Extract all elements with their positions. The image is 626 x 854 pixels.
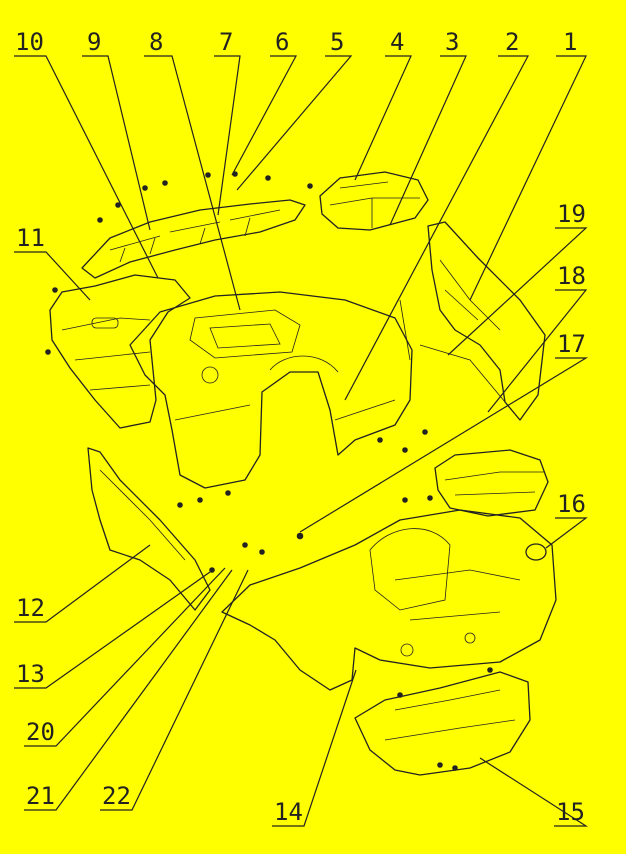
callout-8: 8	[149, 28, 163, 56]
callout-2: 2	[505, 28, 519, 56]
callout-11: 11	[16, 224, 45, 252]
callout-21: 21	[26, 782, 55, 810]
callout-15: 15	[556, 798, 585, 826]
callout-19: 19	[557, 200, 586, 228]
rear-bumper-cover	[354, 671, 531, 776]
rear-left-side-panel	[87, 447, 211, 611]
callout-22: 22	[102, 782, 131, 810]
callout-9: 9	[87, 28, 101, 56]
leader-lines	[14, 55, 589, 827]
callout-1: 1	[563, 28, 577, 56]
callout-13: 13	[16, 660, 45, 688]
front-fender-body	[129, 291, 413, 489]
callout-5: 5	[330, 28, 344, 56]
rear-storage-cover	[434, 449, 549, 517]
callout-14: 14	[274, 798, 303, 826]
rear-fender-body	[221, 509, 557, 691]
callout-20: 20	[26, 718, 55, 746]
callout-10: 10	[15, 28, 44, 56]
callout-3: 3	[445, 28, 459, 56]
callout-17: 17	[557, 330, 586, 358]
fasteners	[45, 171, 493, 771]
callout-4: 4	[390, 28, 404, 56]
callout-7: 7	[219, 28, 233, 56]
callout-18: 18	[557, 262, 586, 290]
panel-edge-lines	[399, 299, 521, 421]
callout-12: 12	[16, 594, 45, 622]
cap-part-16	[525, 543, 547, 561]
callout-labels: 10 9 8 7 6 5 4 3 2 1 19 11 18 17 16 12 1…	[15, 28, 586, 826]
callout-16: 16	[557, 490, 586, 518]
callout-6: 6	[275, 28, 289, 56]
front-right-side-panel	[427, 221, 546, 421]
front-left-side-panel	[49, 274, 191, 429]
front-rack-bar	[81, 199, 306, 279]
front-storage-cover	[319, 171, 429, 231]
